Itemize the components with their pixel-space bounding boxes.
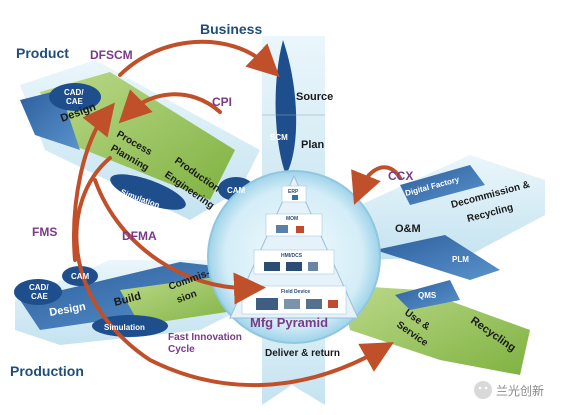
plm-band xyxy=(375,235,500,280)
erp-device-icon xyxy=(292,195,298,200)
production-heading: Production xyxy=(10,363,84,379)
plan-label: Plan xyxy=(301,139,325,151)
mom-level-label: MOM xyxy=(286,216,298,222)
cycle-arrows xyxy=(72,39,402,388)
actuator-device-icon xyxy=(328,300,338,308)
production-band-green xyxy=(120,275,240,325)
lifecycle-bands xyxy=(340,155,545,375)
scm-label: SCM xyxy=(270,133,288,142)
product-cam-label: CAM xyxy=(227,186,246,195)
fms-label: FMS xyxy=(32,225,57,239)
simulation-ellipse-top xyxy=(110,174,186,210)
fast-innovation-label: Fast Innovation xyxy=(168,332,242,343)
product-cad-label-1: CAD/ xyxy=(64,88,84,97)
product-heading: Product xyxy=(16,45,69,61)
dfma-label: DFMA xyxy=(122,229,157,243)
plm-label: PLM xyxy=(452,255,469,264)
om-band xyxy=(360,155,545,260)
field-device-level-label: Field Device xyxy=(281,289,310,295)
cpi-label: CPI xyxy=(212,95,232,109)
erp-level xyxy=(281,185,307,203)
wechat-icon xyxy=(474,381,492,399)
sensor-device-icon xyxy=(306,299,322,309)
qms-label: QMS xyxy=(418,291,437,300)
erp-level-label: ERP xyxy=(288,189,299,195)
production-simulation-label: Simulation xyxy=(104,323,145,332)
hmi-screen-icon xyxy=(264,262,280,271)
dcs-device-icon xyxy=(308,262,318,271)
product-cad-label-2: CAE xyxy=(66,97,84,106)
mom-device-icon xyxy=(296,226,304,233)
dfma-arrow xyxy=(93,178,266,305)
cam-ellipse-bottom xyxy=(62,266,98,286)
pyramid-title: Mfg Pyramid xyxy=(250,315,328,330)
mom-screen-icon xyxy=(276,225,288,233)
dfscm-label: DFSCM xyxy=(90,48,133,62)
production-cam-label: CAM xyxy=(71,272,90,281)
qms-band xyxy=(395,280,460,310)
om-label: O&M xyxy=(395,223,421,235)
wechat-icon-eye-right xyxy=(484,386,488,390)
production-cad-label-1: CAD/ xyxy=(29,283,49,292)
source-label: Source xyxy=(296,91,333,103)
digital-factory-band xyxy=(400,165,485,205)
watermark-text: 兰光创新 xyxy=(496,383,544,398)
simulation-ellipse-bottom xyxy=(92,315,168,337)
cad-cae-ellipse-bottom xyxy=(14,279,62,305)
plc-device-icon xyxy=(256,298,278,310)
hmi-dcs-level-label: HMI/DCS xyxy=(281,253,303,259)
cpi-arrow xyxy=(118,89,222,124)
ccx-label: CCX xyxy=(388,169,413,183)
production-cad-label-2: CAE xyxy=(31,292,49,301)
scm-leaf xyxy=(275,40,297,175)
watermark: 兰光创新 xyxy=(474,381,544,399)
fms-up-arrow xyxy=(72,102,115,262)
business-heading: Business xyxy=(200,21,262,37)
fast-innovation-cycle-label: Cycle xyxy=(168,344,195,355)
wechat-icon-eye-left xyxy=(478,386,482,390)
fms-arrow xyxy=(74,156,394,388)
dfscm-arrow xyxy=(118,39,280,77)
dcs-screen-icon xyxy=(286,262,302,271)
ccx-arrow xyxy=(351,165,402,205)
deliver-return-label: Deliver & return xyxy=(265,348,340,359)
use-service-band xyxy=(340,285,530,375)
robot-device-icon xyxy=(284,299,300,309)
